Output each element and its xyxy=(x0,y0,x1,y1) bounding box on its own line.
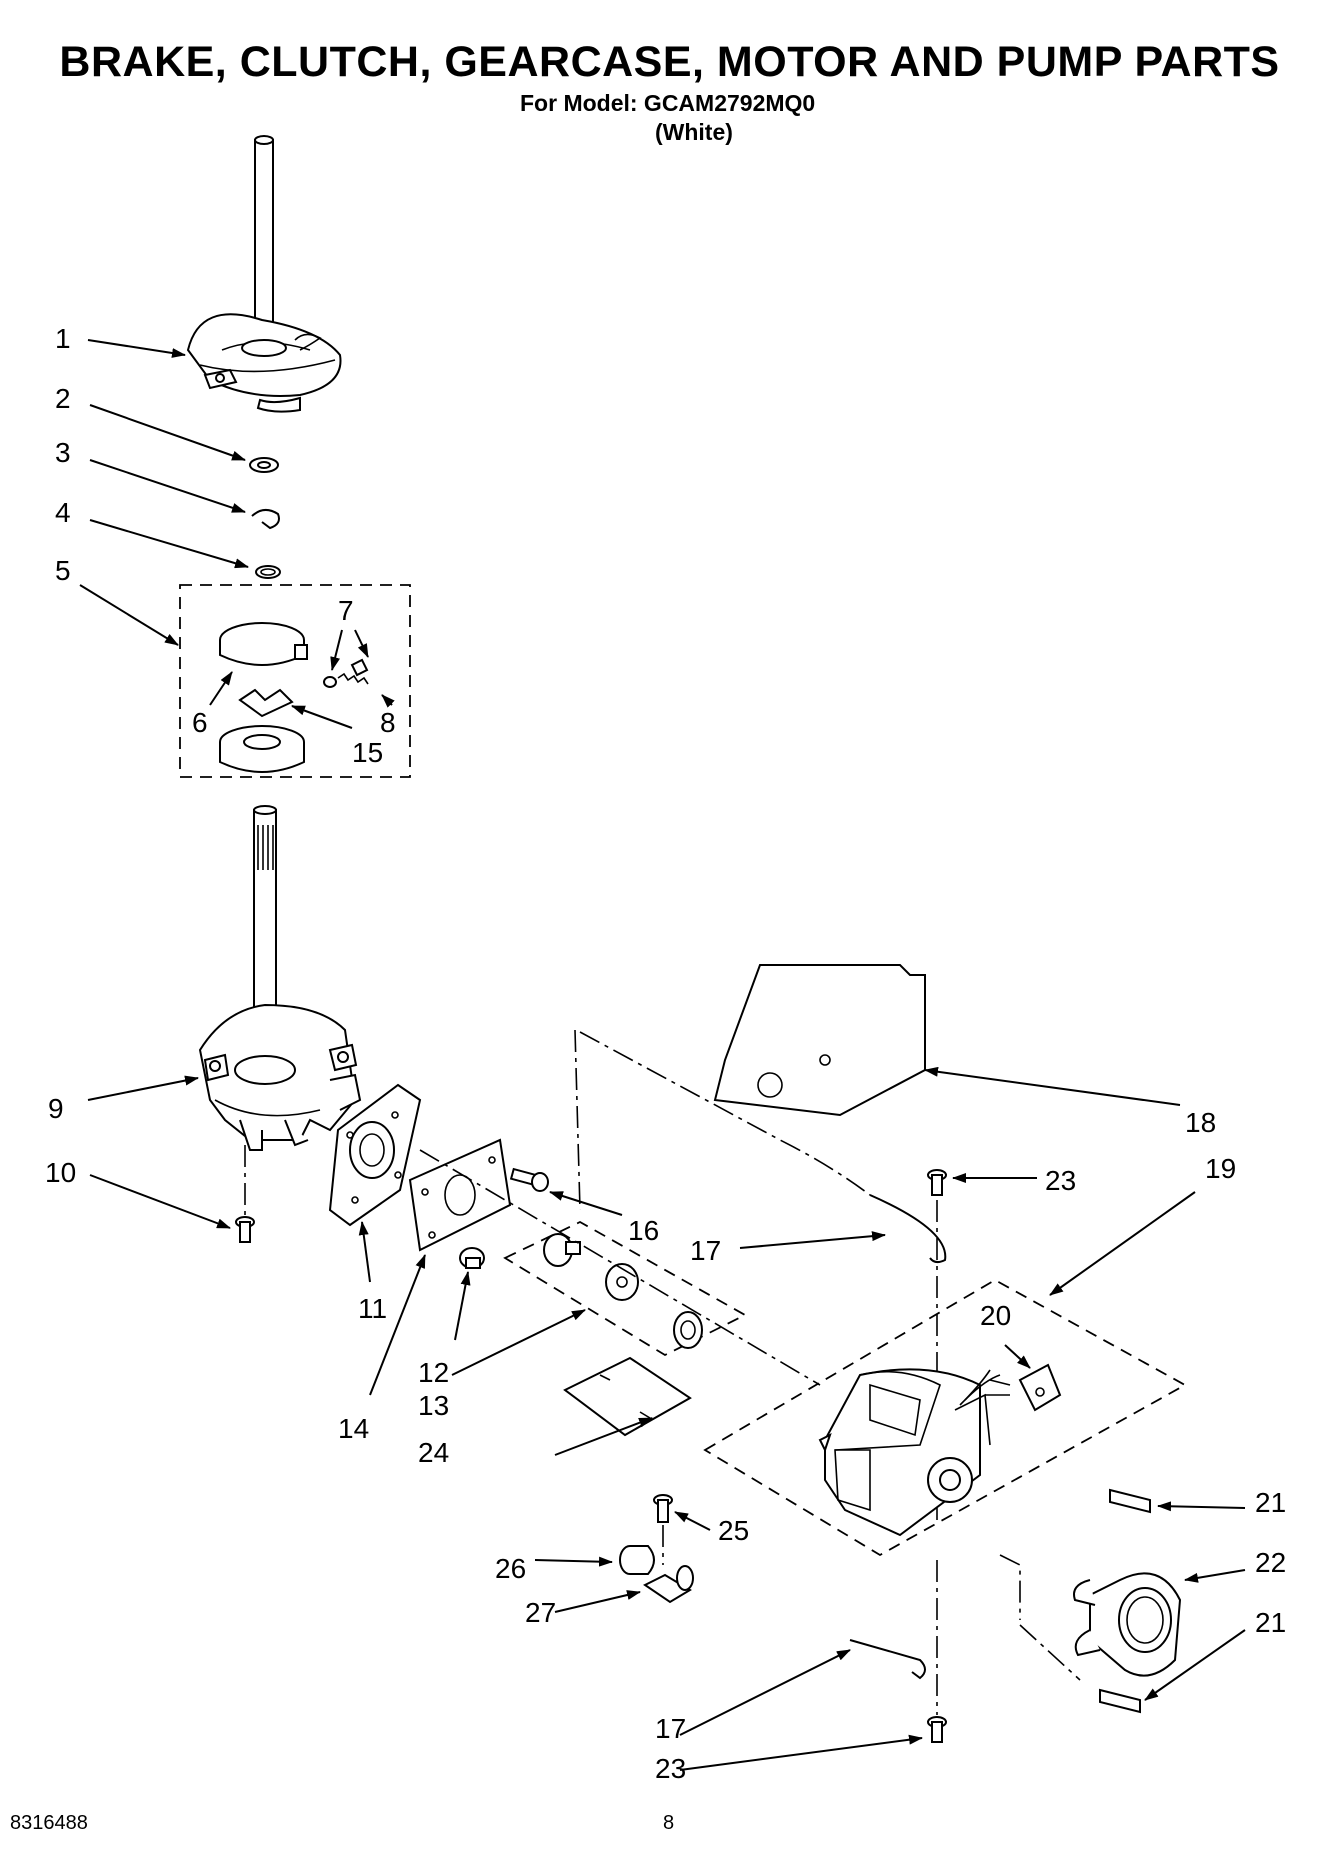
model-line: For Model: GCAM2792MQ0 xyxy=(520,90,816,116)
part-16-screw xyxy=(509,1167,549,1192)
leader-arrows xyxy=(79,339,1246,1771)
part-6-clutch-band xyxy=(219,622,308,666)
callout-21-lower: 21 xyxy=(1255,1607,1286,1638)
part-3-clip xyxy=(251,509,280,530)
callout-9: 9 xyxy=(48,1093,64,1124)
part-25-screw xyxy=(653,1494,673,1523)
callout-15: 15 xyxy=(352,737,383,768)
part-7-8-spring-and-shoes xyxy=(323,658,369,688)
part-19-motor-assembly-box xyxy=(703,1278,1187,1557)
callout-3: 3 xyxy=(55,437,71,468)
callout-27: 27 xyxy=(525,1597,556,1628)
part-9-gearcase xyxy=(198,1003,362,1151)
part-22-pump xyxy=(1073,1572,1182,1677)
part-23-screw-lower xyxy=(927,1716,947,1743)
callout-7: 7 xyxy=(338,595,354,626)
callout-labels: 1 2 3 4 5 6 7 8 15 9 10 11 12 13 14 16 1… xyxy=(45,323,1286,1784)
callout-14: 14 xyxy=(338,1413,369,1444)
model-color: (White) xyxy=(655,119,733,145)
callout-13: 13 xyxy=(418,1390,449,1421)
callout-11: 11 xyxy=(358,1293,387,1324)
part-27-clip xyxy=(643,1565,694,1604)
part-20-motor-switch xyxy=(985,1363,1062,1412)
callout-23-lower: 23 xyxy=(655,1753,686,1784)
part-26-grommet xyxy=(619,1545,655,1575)
callout-8: 8 xyxy=(380,707,396,738)
callout-22: 22 xyxy=(1255,1547,1286,1578)
part-17-wire-lower xyxy=(849,1639,926,1680)
part-17-wire-upper xyxy=(574,1029,947,1264)
callout-4: 4 xyxy=(55,497,71,528)
part-15-clutch-hub xyxy=(219,688,305,773)
part-11-seal-plate xyxy=(328,1083,422,1227)
document-number: 8316488 xyxy=(10,1812,88,1834)
callout-23-upper: 23 xyxy=(1045,1165,1076,1196)
callout-10: 10 xyxy=(45,1157,76,1188)
callout-1: 1 xyxy=(55,323,71,354)
part-12-coupling-plug xyxy=(459,1247,485,1269)
callout-17-upper: 17 xyxy=(690,1235,721,1266)
callout-2: 2 xyxy=(55,383,71,414)
callout-12: 12 xyxy=(418,1357,449,1388)
callout-17-lower: 17 xyxy=(655,1713,686,1744)
part-13-coupling xyxy=(543,1233,703,1349)
callout-19: 19 xyxy=(1205,1153,1236,1184)
part-23-screw-upper xyxy=(927,1169,947,1196)
callout-6: 6 xyxy=(192,707,208,738)
part-4-retaining-ring xyxy=(255,565,281,579)
callout-26: 26 xyxy=(495,1553,526,1584)
part-21-bracket-lower xyxy=(1099,1688,1141,1714)
part-5-clutch-assembly-box xyxy=(179,584,411,778)
callout-21-upper: 21 xyxy=(1255,1487,1286,1518)
part-13-coupling-box xyxy=(503,1220,747,1357)
part-18-motor-shield xyxy=(713,964,926,1117)
callout-20: 20 xyxy=(980,1300,1011,1331)
spin-tube-shaft xyxy=(254,135,274,346)
callout-5: 5 xyxy=(55,555,71,586)
page-title: BRAKE, CLUTCH, GEARCASE, MOTOR AND PUMP … xyxy=(59,38,1280,86)
page-number: 8 xyxy=(663,1812,675,1834)
agitator-shaft xyxy=(253,805,277,1031)
part-10-screw xyxy=(235,1216,255,1243)
drive-motor xyxy=(818,1368,1001,1537)
callout-24: 24 xyxy=(418,1437,449,1468)
callout-18: 18 xyxy=(1185,1107,1216,1138)
part-24-pad xyxy=(563,1356,692,1437)
part-14-gasket xyxy=(408,1138,512,1252)
part-21-bracket-upper xyxy=(1109,1488,1151,1514)
callout-25: 25 xyxy=(718,1515,749,1546)
part-1-brake-assembly xyxy=(186,313,342,413)
callout-16: 16 xyxy=(628,1215,659,1246)
